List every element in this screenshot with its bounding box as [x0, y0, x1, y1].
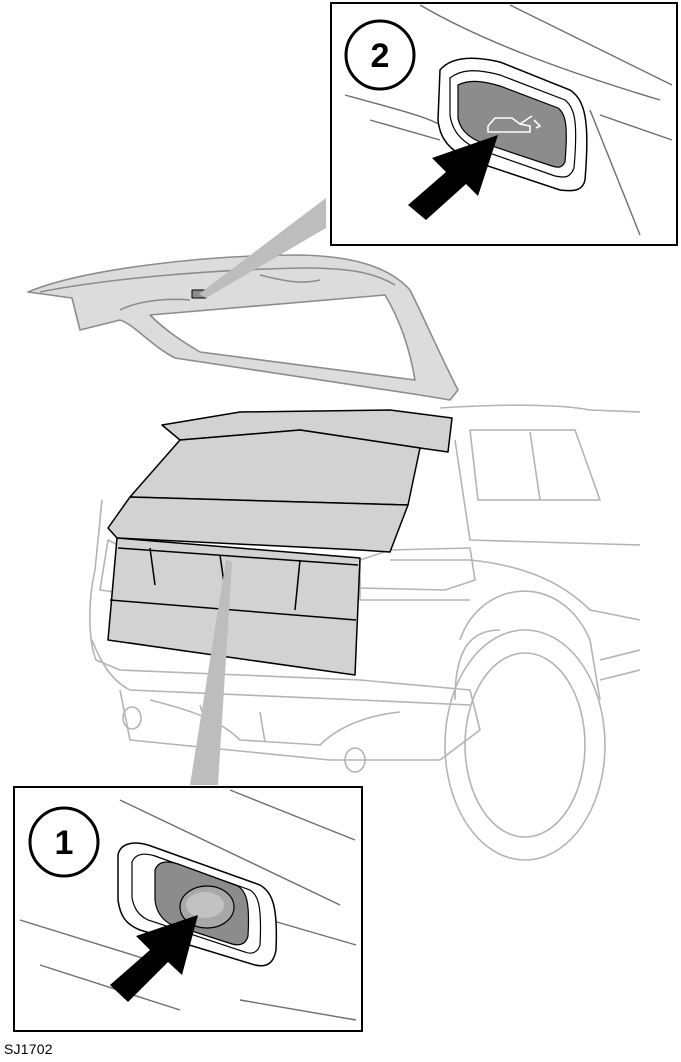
- arrow-icon: [408, 135, 498, 220]
- car-body: [89, 404, 641, 861]
- callout-2: 2: [199, 2, 678, 298]
- figure-code: SJ1702: [4, 1041, 53, 1057]
- callout-1-number: 1: [55, 824, 74, 862]
- open-tailgate: [27, 254, 459, 401]
- closed-tailgate: [107, 409, 453, 676]
- callout-1: 1: [13, 560, 363, 1032]
- tailgate-release-button: [457, 80, 567, 168]
- car-tailgate-icon: [487, 115, 542, 133]
- callout-2-number: 2: [371, 37, 390, 75]
- arrow-icon: [110, 915, 198, 1002]
